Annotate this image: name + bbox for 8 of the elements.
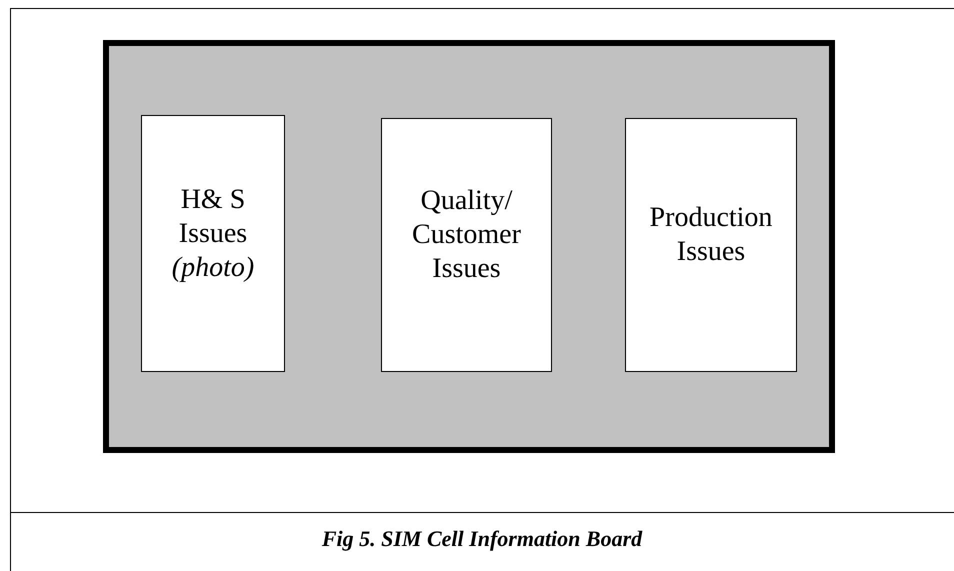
figure-caption: Fig 5. SIM Cell Information Board: [320, 526, 644, 552]
notice-card: [381, 118, 552, 372]
card-heading: H& S Issues (photo): [170, 182, 256, 284]
card-heading: Quality/ Customer Issues: [411, 184, 522, 286]
notice-card: [625, 118, 797, 372]
notice-card: [141, 115, 285, 372]
board-panel: [103, 40, 835, 453]
card-heading: Production Issues: [648, 201, 774, 269]
